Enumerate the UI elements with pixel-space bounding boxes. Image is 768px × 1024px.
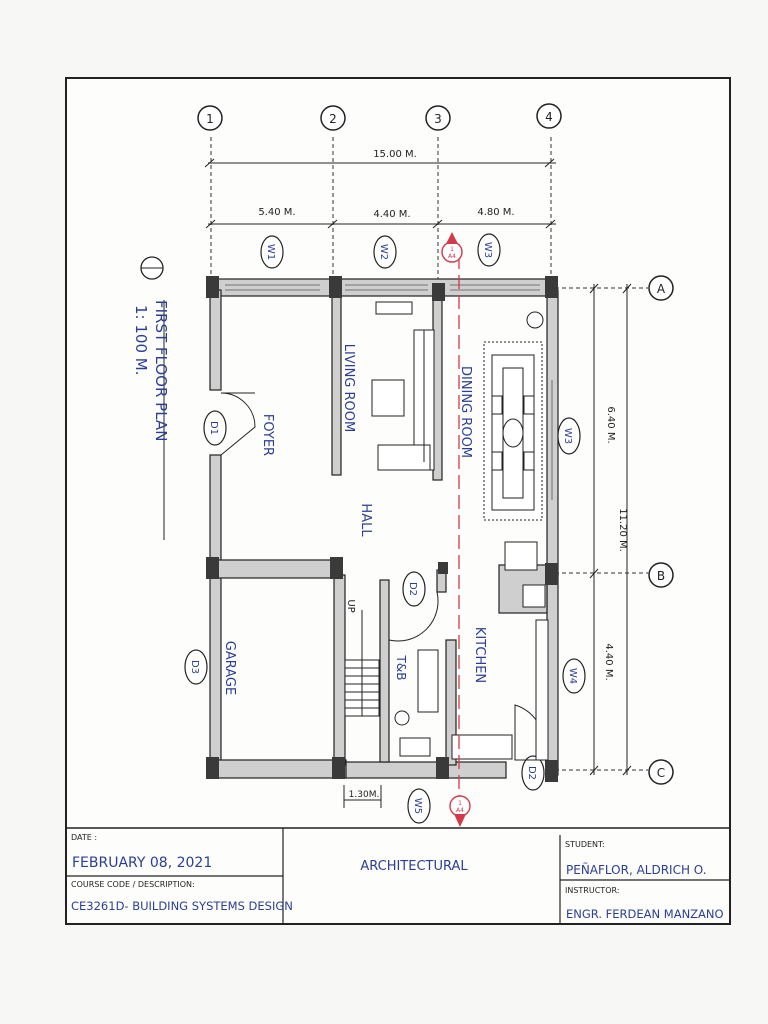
dim-bay-a-b: 6.40 M. [605,406,616,443]
door-tag-d2-kitchen: D2 [526,766,537,780]
columns [206,276,558,782]
student-value: PEÑAFLOR, ALDRICH O. [566,862,707,877]
stair-dimension [343,785,382,808]
room-label-dining-room: DINING ROOM [458,366,473,458]
window-tag-w1: W1 [265,244,276,260]
grid-label-2: 2 [329,112,337,126]
dimension-lines-top [204,158,556,229]
grid-label-a: A [657,282,666,296]
date-value: FEBRUARY 08, 2021 [72,855,212,871]
section-num-top: 1 [450,246,454,253]
window-tag-w4: W4 [567,668,578,684]
room-label-foyer: FOYER [260,414,275,456]
student-label: STUDENT: [565,840,605,849]
window-tag-w2: W2 [378,244,389,260]
room-label-hall: HALL [358,503,373,537]
window-tag-w3-side: W3 [562,428,573,444]
course-label: COURSE CODE / DESCRIPTION: [71,880,195,889]
section-sheet-top: A4 [448,253,456,260]
title-block-frame [66,828,730,924]
window-glazing [225,284,553,500]
instructor-label: INSTRUCTOR: [565,886,620,895]
section-marker-bottom [449,795,471,827]
section-sheet-bottom: A4 [456,807,464,814]
dim-overall-depth: 11.20 M. [617,508,628,552]
room-label-toilet-bath: T&B [394,655,408,681]
instructor-value: ENGR. FERDEAN MANZANO [566,907,724,921]
dimension-lines-right [589,283,632,776]
sheet-border [65,77,731,925]
kitchen-counters [394,541,549,761]
window-tags [260,233,586,824]
dim-bay-2-3: 4.40 M. [373,209,410,220]
grid-label-b: B [657,569,665,583]
door-tag-d1: D1 [208,421,219,435]
stairs [344,610,380,717]
window-tag-w5: W5 [412,798,423,814]
dim-stair-width: 1.30M. [349,790,380,800]
dim-bay-b-c: 4.40 M. [603,643,614,680]
room-label-garage: GARAGE [222,641,237,695]
plan-title: FIRST FLOOR PLAN [152,300,170,441]
door-tag-d3: D3 [189,660,200,674]
course-value: CE3261D- BUILDING SYSTEMS DESIGN [71,899,293,913]
room-label-kitchen: KITCHEN [472,627,487,683]
window-tag-w3-top: W3 [482,242,493,258]
dim-bay-3-4: 4.80 M. [477,207,514,218]
living-room-sofa [371,301,435,471]
door-tags [184,410,545,791]
grid-bubbles-columns: 1 2 3 4 [197,103,562,131]
grid-label-1: 1 [206,112,214,126]
dim-bay-1-2: 5.40 M. [258,207,295,218]
grid-label-4: 4 [545,110,553,124]
date-label: DATE : [71,833,97,842]
plan-scale: 1: 100 M. [132,305,150,375]
plan-title-block: FIRST FLOOR PLAN 1: 100 M. [132,256,170,540]
section-num-bottom: 1 [458,800,462,807]
room-label-living-room: LIVING ROOM [341,344,356,432]
grid-label-3: 3 [434,112,442,126]
grid-bubbles-rows: A B C [648,275,674,785]
dining-set [483,311,544,521]
door-tag-d2-bath: D2 [407,582,418,596]
grid-label-c: C [657,766,665,780]
stair-label-up: UP [345,599,356,612]
section-marker-top [441,232,463,263]
sheet-title: ARCHITECTURAL [360,859,468,874]
dim-overall-width: 15.00 M. [373,149,417,160]
